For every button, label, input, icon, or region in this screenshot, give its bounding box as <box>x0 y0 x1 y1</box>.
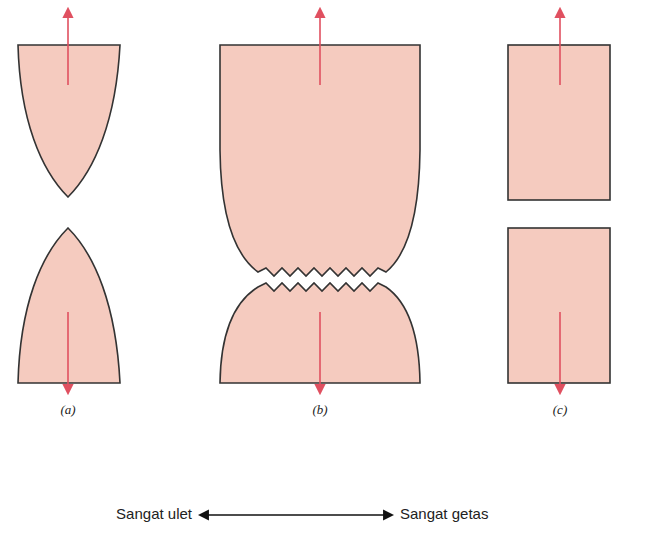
tension-arrow <box>559 312 561 393</box>
ductile-bottom-piece <box>18 228 120 383</box>
figure-label: (b) <box>312 402 327 418</box>
ductile-top-piece <box>18 45 120 197</box>
brittle-top-piece <box>508 45 610 200</box>
scale-double-arrow <box>200 514 392 516</box>
brittle-bottom-piece <box>508 228 610 383</box>
scale-end-label: Sangat getas <box>400 505 488 522</box>
tension-arrow <box>559 9 561 85</box>
figure-label: (a) <box>60 402 75 418</box>
scale-end-label: Sangat ulet <box>116 505 192 522</box>
figure-label: (c) <box>553 402 567 418</box>
tension-arrow <box>319 9 321 85</box>
tension-arrow <box>319 312 321 393</box>
tension-arrow <box>67 312 69 393</box>
tension-arrow <box>67 9 69 85</box>
